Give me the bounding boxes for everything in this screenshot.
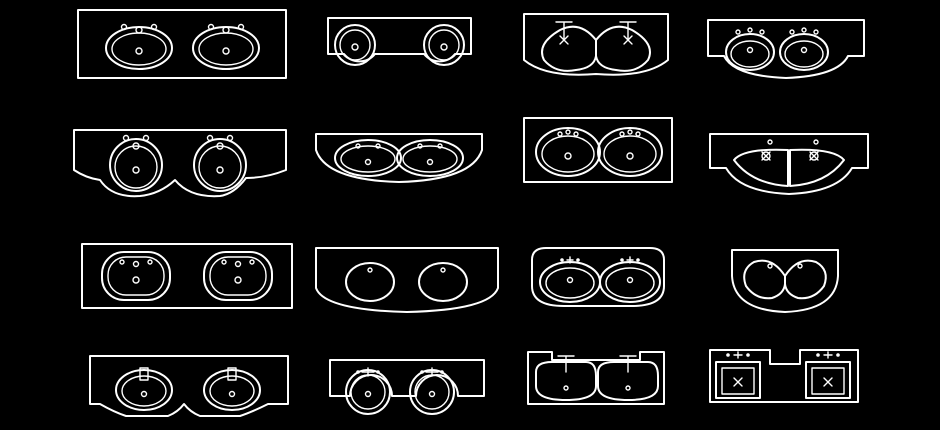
sink-symbol-r1c1 (77, 9, 287, 79)
sink-symbol-r4c2 (329, 359, 485, 415)
sink-symbol-r3c4 (731, 249, 839, 313)
sink-symbol-r4c1 (89, 355, 289, 417)
sink-symbol-r2c4 (709, 133, 869, 195)
sink-symbol-r1c4 (707, 19, 865, 79)
sink-symbol-r4c3 (527, 351, 665, 405)
sink-symbol-r3c2 (315, 247, 499, 313)
sink-symbol-r1c2 (327, 17, 472, 66)
sink-symbol-r1c3 (523, 13, 669, 76)
sink-symbol-r2c2 (315, 133, 483, 183)
sink-symbol-r3c3 (531, 247, 665, 307)
sink-symbol-r2c1 (73, 129, 287, 198)
sink-symbol-r3c1 (81, 243, 293, 309)
sink-symbol-r2c3 (523, 117, 673, 183)
sink-symbol-r4c4 (709, 349, 859, 403)
